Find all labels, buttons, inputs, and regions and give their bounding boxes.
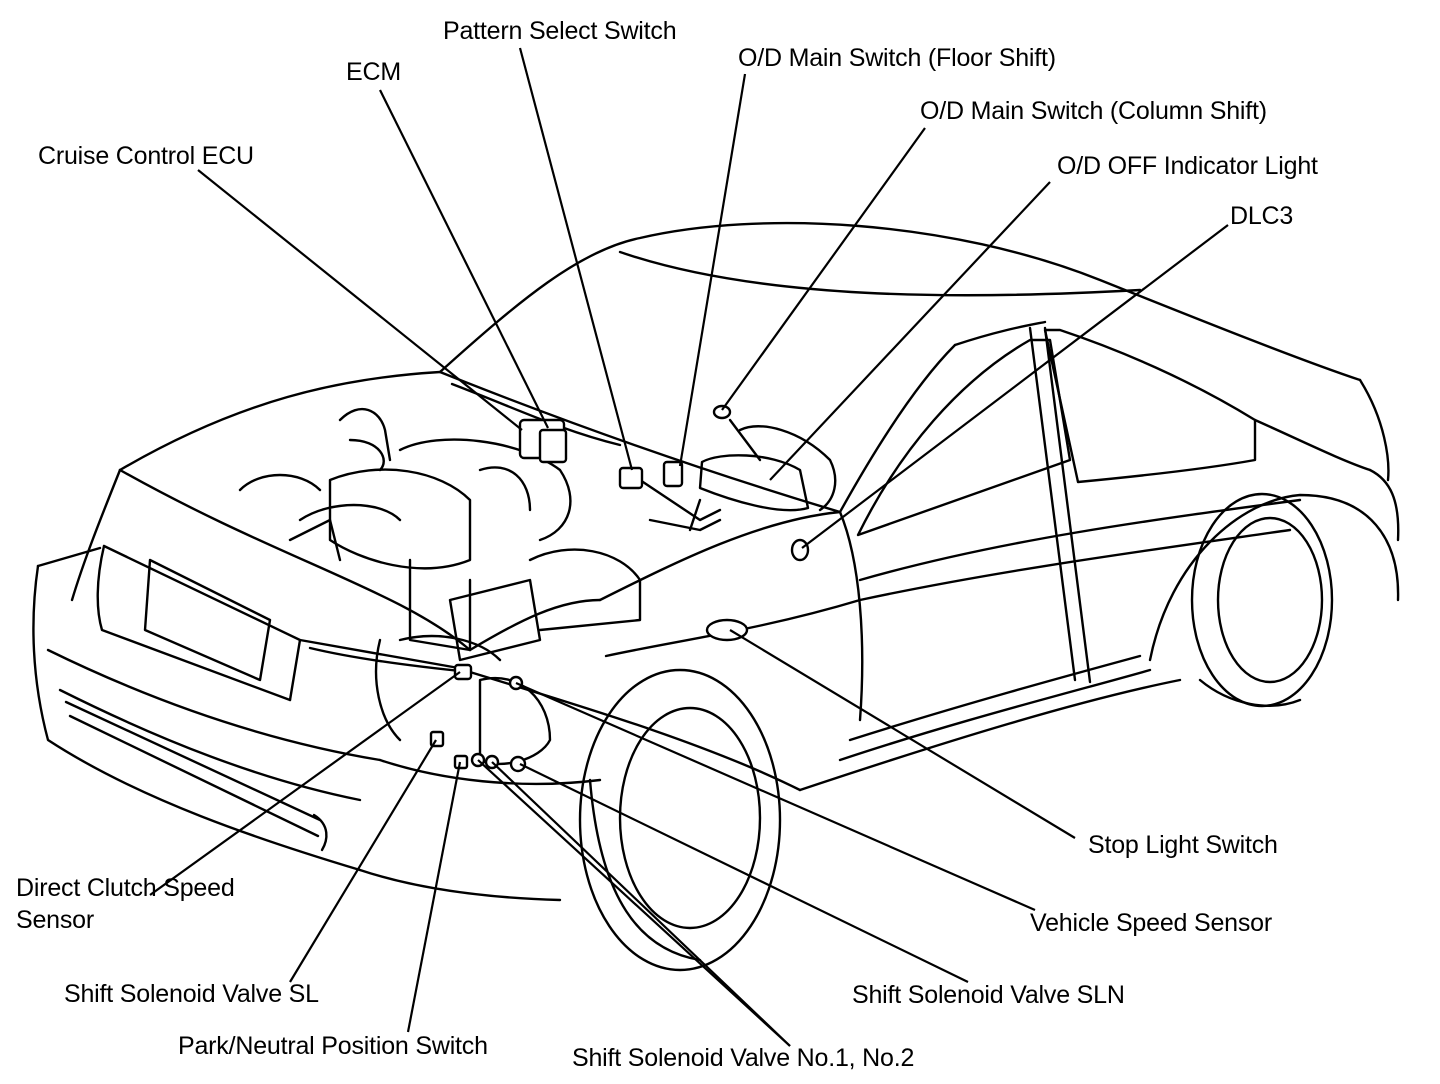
direct-clutch-speed-sensor-unit — [453, 663, 473, 681]
leader-shift-sl — [289, 739, 437, 983]
leader-cruise-ecu — [197, 169, 523, 431]
leader-vehicle-speed — [515, 681, 1036, 912]
leader-direct-clutch — [149, 671, 461, 896]
label-dlc3: DLC3 — [1230, 202, 1294, 230]
label-park-neutral-position-switch: Park/Neutral Position Switch — [178, 1032, 488, 1060]
label-vehicle-speed-sensor: Vehicle Speed Sensor — [1030, 909, 1273, 937]
label-pattern-select-switch: Pattern Select Switch — [443, 17, 677, 45]
od-main-switch-column-unit — [712, 404, 732, 420]
label-shift-solenoid-sl: Shift Solenoid Valve SL — [64, 980, 319, 1008]
label-shift-solenoid-sln: Shift Solenoid Valve SLN — [852, 981, 1125, 1009]
label-cruise-control-ecu: Cruise Control ECU — [38, 142, 254, 170]
shift-solenoid-sln-unit — [509, 755, 527, 773]
label-stop-light-switch: Stop Light Switch — [1088, 831, 1278, 859]
pattern-select-switch-unit — [618, 466, 644, 490]
leader-shift-no2 — [491, 761, 791, 1047]
leader-od-indicator — [769, 181, 1051, 481]
leader-od-floor — [678, 73, 747, 467]
label-od-main-switch-column: O/D Main Switch (Column Shift) — [920, 97, 1267, 125]
label-od-main-switch-floor: O/D Main Switch (Floor Shift) — [738, 44, 1056, 72]
leader-shift-no1 — [477, 759, 791, 1047]
component-icons — [429, 404, 810, 773]
od-main-switch-floor-unit — [662, 460, 684, 488]
leader-shift-sln — [519, 763, 969, 983]
dlc3-unit — [790, 538, 810, 562]
leader-park-neutral — [406, 761, 462, 1033]
leader-ecm — [379, 89, 549, 429]
label-direct-clutch-speed-line2: Sensor — [16, 906, 95, 934]
label-shift-solenoid-no1-no2: Shift Solenoid Valve No.1, No.2 — [572, 1044, 915, 1072]
park-neutral-switch-unit — [453, 754, 469, 770]
leader-lines — [149, 47, 1229, 1047]
leader-stop-light — [729, 629, 1076, 839]
label-od-off-indicator-light: O/D OFF Indicator Light — [1057, 152, 1318, 180]
car-body-outline — [32, 221, 1400, 972]
leader-dlc3 — [801, 224, 1229, 549]
label-direct-clutch-speed-line1: Direct Clutch Speed — [16, 874, 235, 902]
leader-pattern-select — [518, 47, 634, 471]
label-ecm: ECM — [346, 58, 401, 86]
leader-od-column — [721, 127, 926, 411]
